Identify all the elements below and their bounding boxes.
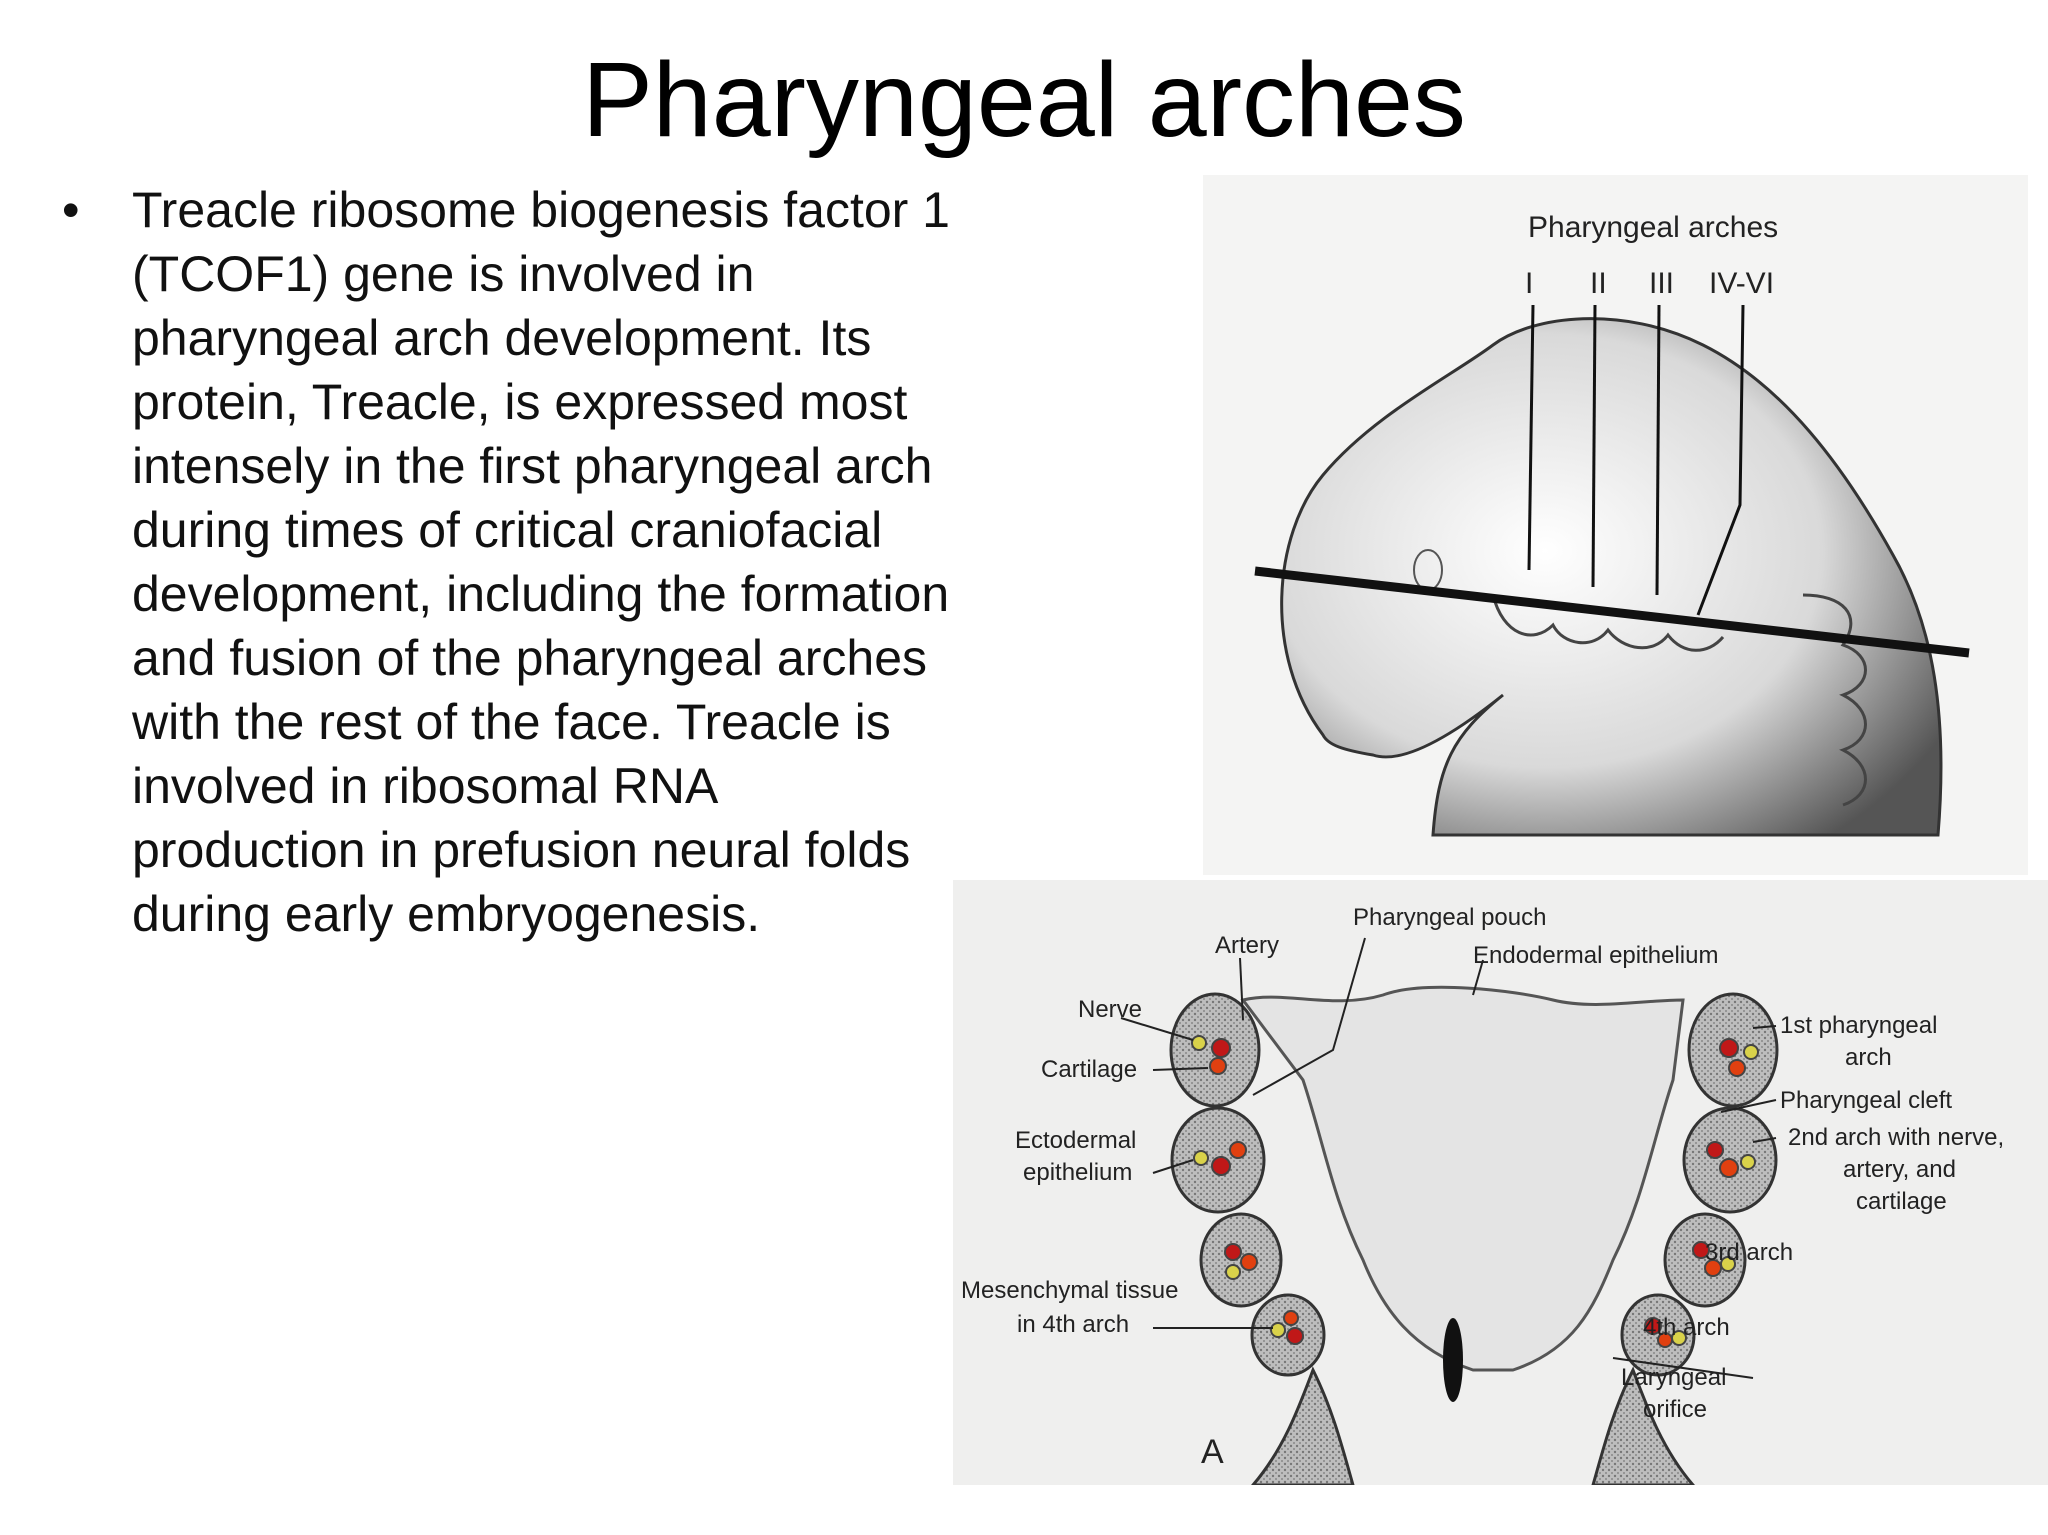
cross-section-illustration: Pharyngeal pouch Artery Endodermal epith… (953, 880, 2048, 1485)
label-fourth-arch: 4th arch (1643, 1314, 1730, 1341)
label-first-arch-1: 1st pharyngeal (1780, 1012, 1937, 1039)
embryo-drawing: Pharyngeal arches I II III IV-VI (1254, 211, 1970, 837)
laryngeal-orifice-mark (1443, 1318, 1463, 1402)
bullet-text: Treacle ribosome biogenesis factor 1 (TC… (132, 182, 950, 942)
pharynx-lumen (1240, 985, 1685, 1372)
right-arch-3 (1663, 1212, 1747, 1308)
right-base (1591, 1366, 1695, 1485)
label-endodermal-epithelium: Endodermal epithelium (1473, 942, 1718, 969)
label-first-arch-2: arch (1845, 1044, 1892, 1071)
bullet-item: • Treacle ribosome biogenesis factor 1 (… (62, 178, 962, 946)
left-arches (1169, 992, 1355, 1485)
label-cartilage: Cartilage (1041, 1056, 1137, 1083)
label-ectodermal-1: Ectodermal (1015, 1127, 1136, 1154)
arch-ii-leader (1591, 304, 1597, 588)
label-pharyngeal-cleft: Pharyngeal cleft (1780, 1087, 1952, 1114)
right-arch-4 (1620, 1293, 1696, 1377)
somite-column (1802, 593, 1867, 807)
bullet-dot-icon: • (62, 182, 80, 238)
slide-title: Pharyngeal arches (582, 41, 1466, 159)
arch-label-ii: II (1590, 267, 1607, 300)
label-mesenchymal-1: Mesenchymal tissue (961, 1277, 1178, 1304)
arch-label-iii: III (1649, 267, 1674, 300)
bullet-list: • Treacle ribosome biogenesis factor 1 (… (62, 178, 962, 946)
label-mesenchymal-2: in 4th arch (1017, 1311, 1129, 1338)
label-ectodermal-2: epithelium (1023, 1159, 1132, 1186)
label-laryngeal-1: Laryngeal (1621, 1364, 1726, 1391)
label-laryngeal-2: orifice (1643, 1396, 1707, 1423)
section-plane-line (1254, 566, 1970, 658)
label-second-arch-1: 2nd arch with nerve, (1788, 1124, 2004, 1151)
embryo-body (1280, 317, 1943, 837)
left-base (1251, 1366, 1355, 1485)
label-panel-letter: A (1201, 1433, 1224, 1471)
label-third-arch: 3rd arch (1705, 1239, 1793, 1266)
label-second-arch-2: artery, and (1843, 1156, 1956, 1183)
pharyngeal-bulges (1491, 594, 1725, 652)
label-artery: Artery (1215, 932, 1279, 959)
arch-label-iv-vi: IV-VI (1709, 267, 1774, 300)
cross-section-labels: Pharyngeal pouch Artery Endodermal epith… (961, 904, 2004, 1471)
label-nerve: Nerve (1078, 996, 1142, 1023)
arch-i-leader (1527, 304, 1535, 571)
leader-lines (1120, 937, 1777, 1379)
label-pharyngeal-pouch: Pharyngeal pouch (1353, 904, 1546, 931)
label-second-arch-3: cartilage (1856, 1188, 1947, 1215)
arch-contents (1191, 1035, 1759, 1348)
right-arches (1591, 992, 1779, 1485)
figure-top-heading: Pharyngeal arches (1528, 211, 1778, 244)
arch-iv-vi-leader (1696, 304, 1745, 616)
arch-label-i: I (1525, 267, 1533, 300)
cross-section-drawing: Pharyngeal pouch Artery Endodermal epith… (961, 904, 2004, 1485)
arch-iii-leader (1655, 304, 1661, 596)
embryo-illustration: Pharyngeal arches I II III IV-VI (1203, 175, 2028, 875)
